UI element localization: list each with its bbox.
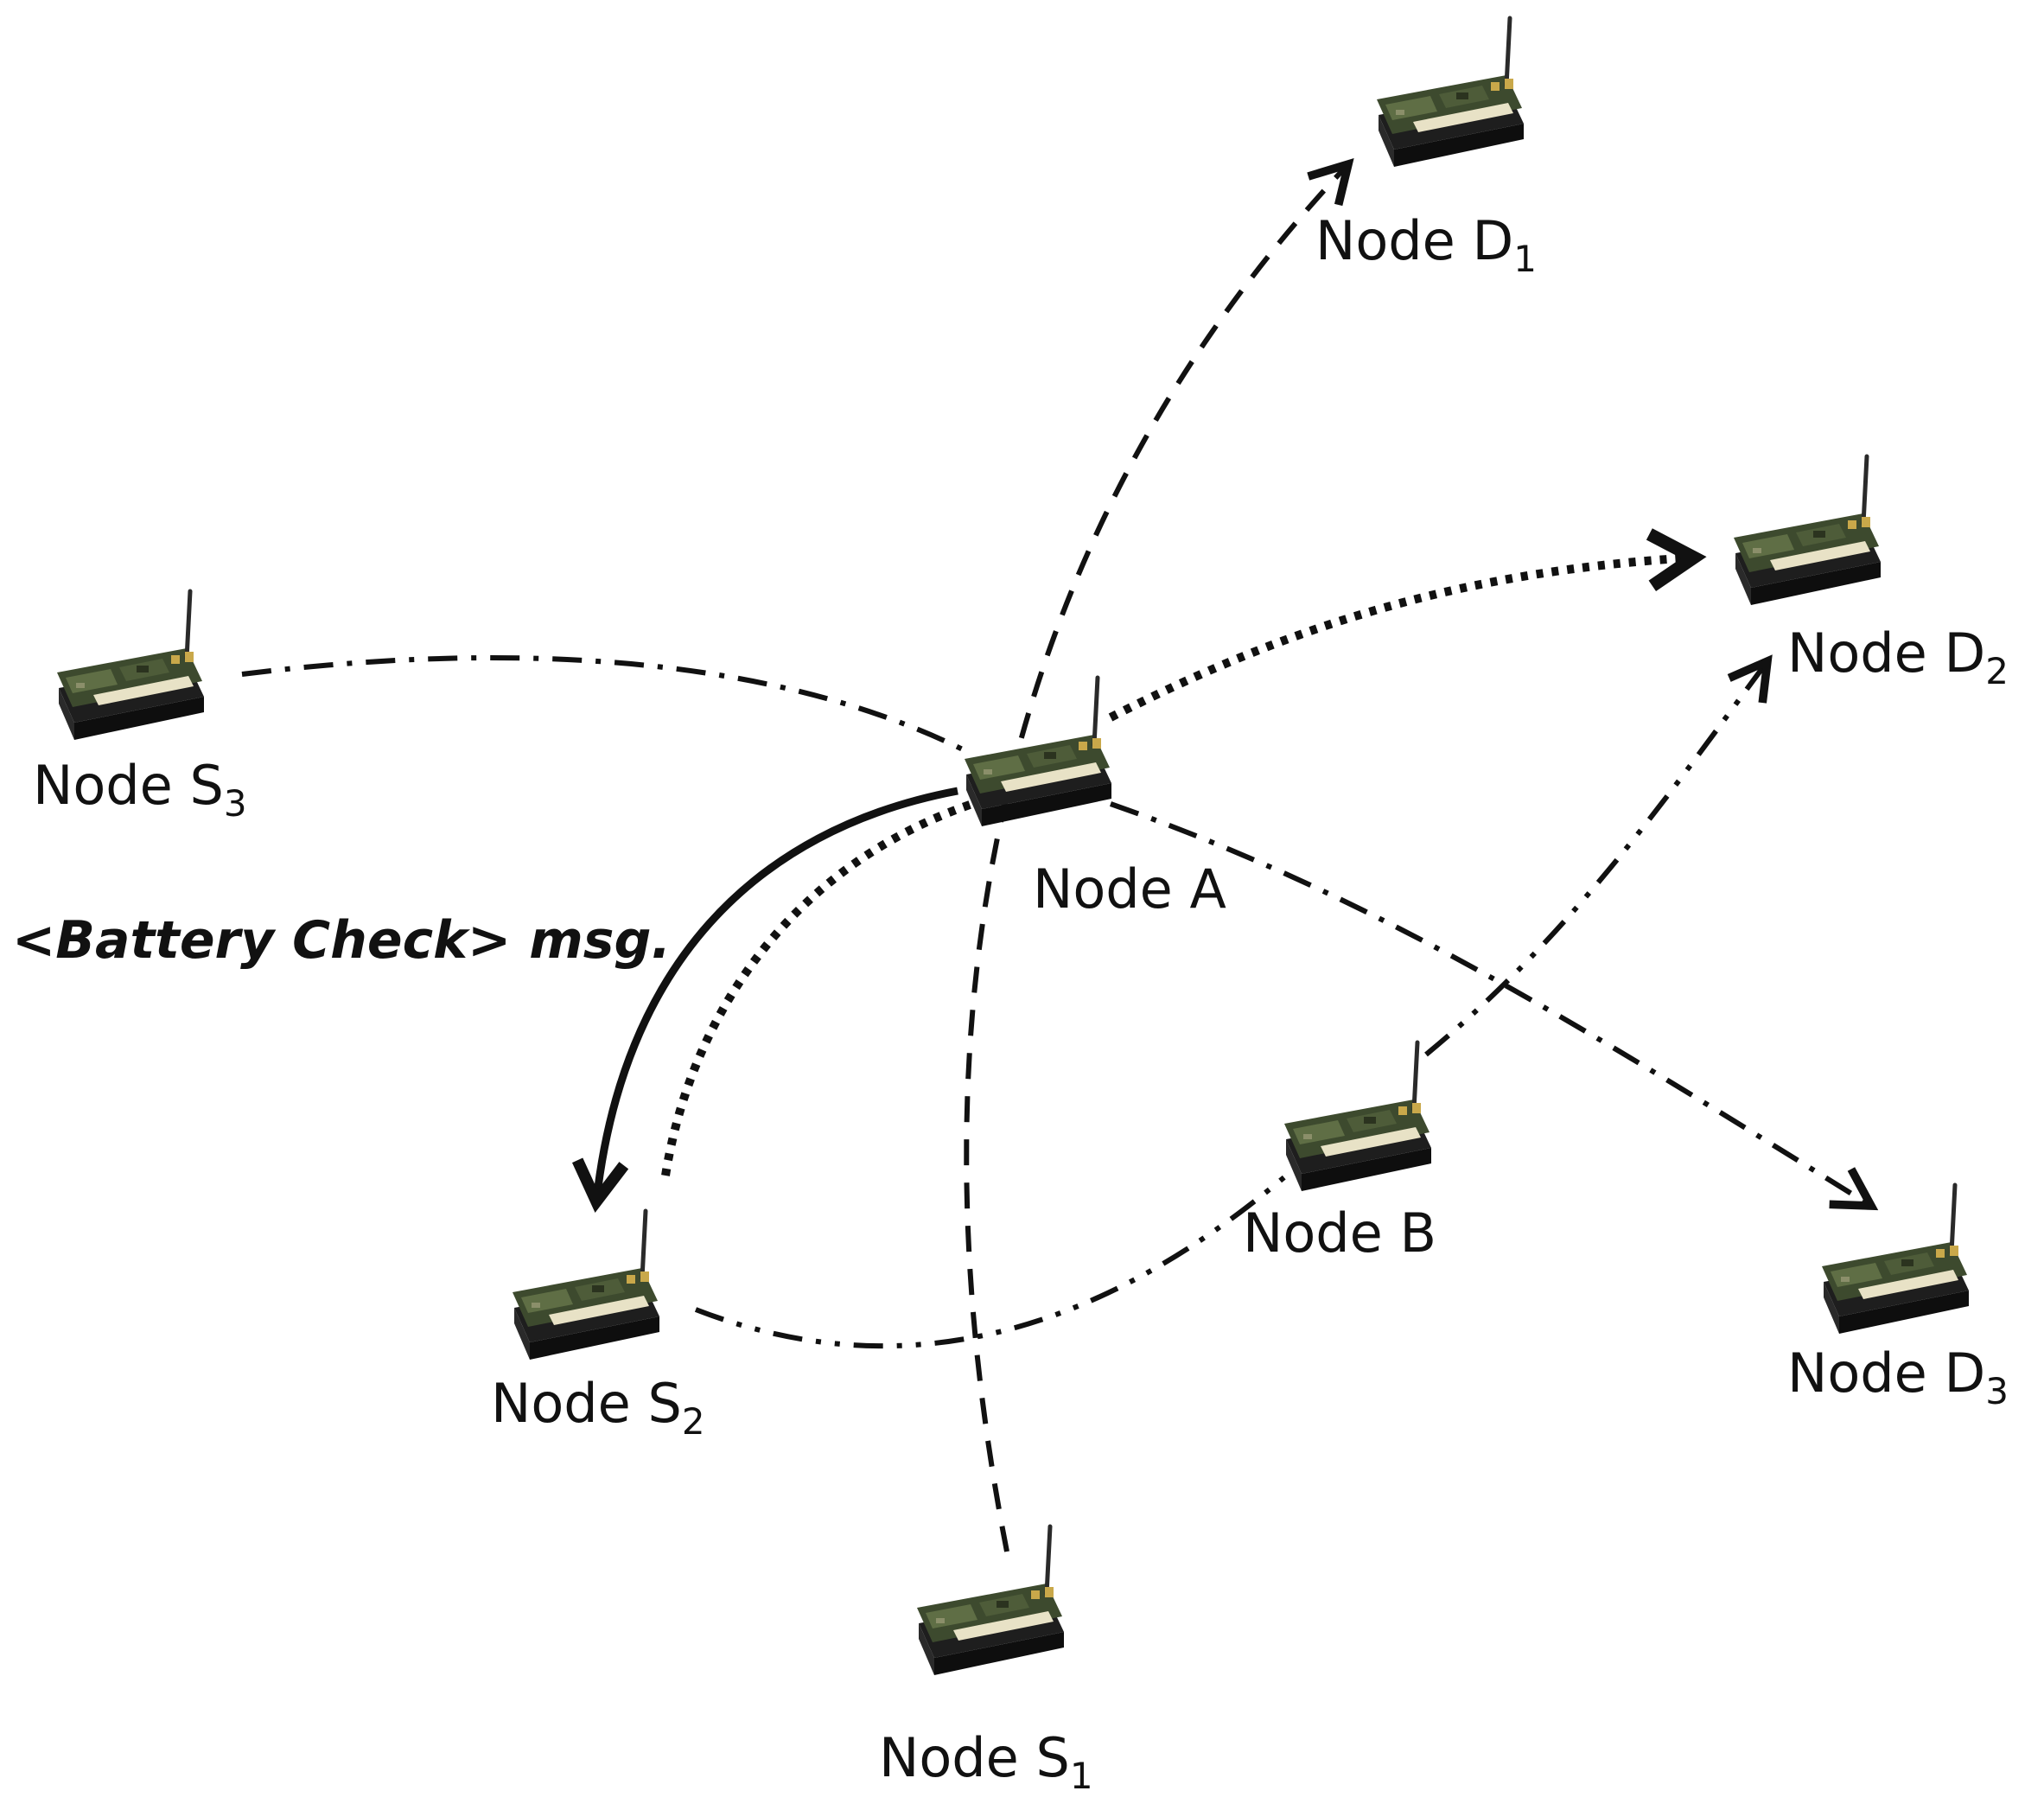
link-s3-a <box>241 655 970 755</box>
node-s3-label: Node S3 <box>33 754 247 825</box>
node-a-icon <box>965 678 1111 826</box>
node-d3-icon <box>1822 1185 1969 1334</box>
node-d1-label: Node D1 <box>1315 209 1537 280</box>
node-d2-icon <box>1734 456 1881 605</box>
link-a-d3 <box>1110 801 1879 1211</box>
node-d2-label: Node D2 <box>1787 621 2009 692</box>
link-b-d2 <box>1424 654 1773 1057</box>
node-s1-icon <box>917 1526 1064 1675</box>
link-a-d2-dotted <box>1108 528 1707 722</box>
link-s2-a-dotted <box>661 800 974 1176</box>
link-s2-b <box>694 1164 1298 1349</box>
node-b-icon <box>1284 1042 1431 1191</box>
node-s2-icon <box>513 1211 659 1360</box>
link-a-s2-battery-check <box>572 787 958 1214</box>
node-s2-label: Node S2 <box>491 1372 705 1443</box>
battery-check-message-label: <Battery Check> msg. <box>12 910 671 971</box>
node-s1-label: Node S1 <box>879 1726 1093 1797</box>
node-d3-label: Node D3 <box>1787 1342 2009 1412</box>
node-s3-icon <box>57 591 204 740</box>
node-b-label: Node B <box>1243 1201 1436 1265</box>
link-s1-d1 <box>964 157 1354 1552</box>
node-d1-icon <box>1377 18 1524 167</box>
node-a-label: Node A <box>1033 857 1226 921</box>
